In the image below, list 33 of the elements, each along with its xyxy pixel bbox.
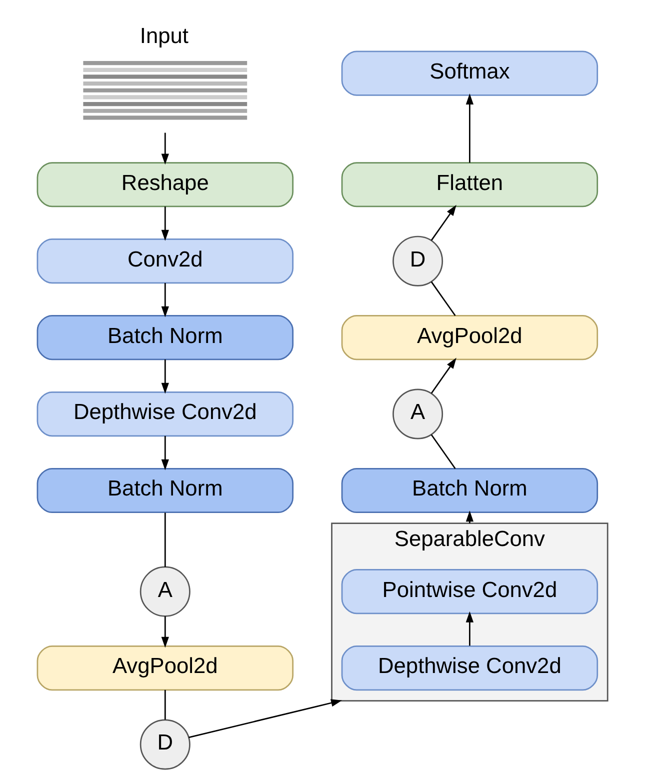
node-circle: D bbox=[392, 236, 444, 286]
connector bbox=[430, 434, 456, 469]
connector bbox=[164, 690, 166, 720]
arrow bbox=[430, 204, 456, 241]
arrow bbox=[466, 94, 474, 163]
node-label: Input bbox=[140, 22, 188, 48]
node-circle: A bbox=[392, 388, 444, 440]
arrow bbox=[161, 206, 169, 241]
arrow bbox=[161, 282, 169, 318]
arrow bbox=[161, 616, 169, 648]
connector bbox=[164, 512, 166, 567]
arrow bbox=[188, 699, 342, 738]
arrow bbox=[161, 436, 169, 470]
node-box: AvgPool2d bbox=[341, 315, 598, 360]
connector bbox=[430, 281, 456, 316]
node-circle: D bbox=[140, 719, 190, 770]
node-box: Batch Norm bbox=[341, 468, 598, 514]
arrow bbox=[161, 132, 169, 165]
node-box: Softmax bbox=[341, 50, 598, 96]
node-box: Flatten bbox=[341, 162, 598, 208]
node-box: Batch Norm bbox=[36, 315, 294, 360]
node-box: Reshape bbox=[36, 162, 294, 208]
node-box: Depthwise Conv2d bbox=[36, 392, 294, 437]
arrow bbox=[161, 359, 169, 394]
node-box: Batch Norm bbox=[36, 468, 294, 514]
node-box: Pointwise Conv2d bbox=[341, 569, 598, 614]
arrow bbox=[466, 611, 474, 646]
node-box: Depthwise Conv2d bbox=[341, 646, 598, 691]
node-circle: A bbox=[140, 566, 190, 617]
arrow bbox=[430, 358, 456, 394]
arrow bbox=[466, 510, 474, 524]
node-box: Conv2d bbox=[36, 238, 294, 284]
node-box: AvgPool2d bbox=[36, 646, 294, 691]
